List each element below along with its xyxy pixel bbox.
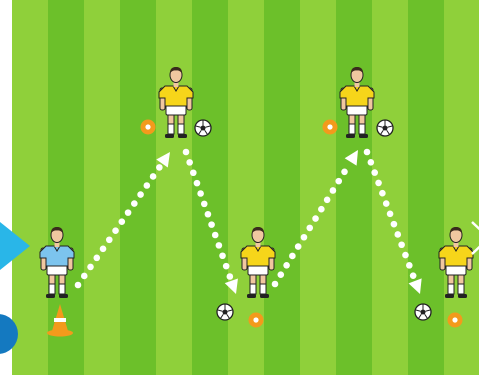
pass-dot xyxy=(387,211,394,218)
pass-dot xyxy=(341,168,348,175)
pass-dot xyxy=(402,252,409,259)
ball-icon xyxy=(217,304,233,320)
marker-icon xyxy=(141,120,156,135)
pass-dot xyxy=(306,225,313,232)
pass-dot xyxy=(406,262,413,269)
grass-stripe xyxy=(264,0,300,375)
pass-dot xyxy=(190,169,197,176)
pass-dot xyxy=(93,255,100,262)
ball-icon xyxy=(195,120,211,136)
grass-stripe xyxy=(120,0,156,375)
pass-dot xyxy=(410,272,417,279)
pass-dot xyxy=(391,221,398,228)
pass-dot xyxy=(335,178,342,185)
pass-dot xyxy=(383,200,390,207)
pass-dot xyxy=(205,211,212,218)
pass-dot xyxy=(125,209,132,216)
pass-dot xyxy=(283,262,290,269)
pass-dot xyxy=(289,253,296,260)
ball-icon xyxy=(377,120,393,136)
grass-stripe xyxy=(336,0,372,375)
pass-dot xyxy=(394,231,401,238)
pass-dot xyxy=(106,236,113,243)
pass-dot xyxy=(277,271,284,278)
pass-dot xyxy=(75,282,82,289)
pass-dot xyxy=(364,149,371,156)
pass-dot xyxy=(197,190,204,197)
pass-dot xyxy=(186,159,193,166)
pass-dot xyxy=(379,190,386,197)
pass-dot xyxy=(398,241,405,248)
pass-dot xyxy=(144,182,151,189)
pass-dot xyxy=(324,197,331,204)
marker-icon xyxy=(249,313,264,328)
pass-dot xyxy=(371,169,378,176)
pass-dot xyxy=(112,227,119,234)
pass-dot xyxy=(219,252,226,259)
pass-dot xyxy=(137,191,144,198)
pass-dot xyxy=(212,232,219,239)
pass-dot xyxy=(295,243,302,250)
pass-dot xyxy=(272,281,279,288)
pass-dot xyxy=(201,201,208,208)
pass-dot xyxy=(330,187,337,194)
pass-dot xyxy=(183,149,190,156)
pass-dot xyxy=(87,264,94,271)
pass-dot xyxy=(312,215,319,222)
pass-dot xyxy=(301,234,308,241)
pass-dot xyxy=(150,173,157,180)
pass-dot xyxy=(368,159,375,166)
pass-dot xyxy=(194,180,201,187)
pass-dot xyxy=(216,242,223,249)
ball-icon xyxy=(415,304,431,320)
marker-icon xyxy=(323,120,338,135)
pass-dot xyxy=(119,218,126,225)
pass-dot xyxy=(227,273,234,280)
pass-dot xyxy=(81,273,88,280)
pass-dot xyxy=(223,263,230,270)
pass-dot xyxy=(208,221,215,228)
pass-dot xyxy=(375,180,382,187)
pass-dot xyxy=(131,200,138,207)
pass-dot xyxy=(156,164,163,171)
pass-dot xyxy=(100,246,107,253)
pass-dot xyxy=(318,206,325,213)
marker-icon xyxy=(448,313,463,328)
grass-stripes xyxy=(12,0,479,375)
